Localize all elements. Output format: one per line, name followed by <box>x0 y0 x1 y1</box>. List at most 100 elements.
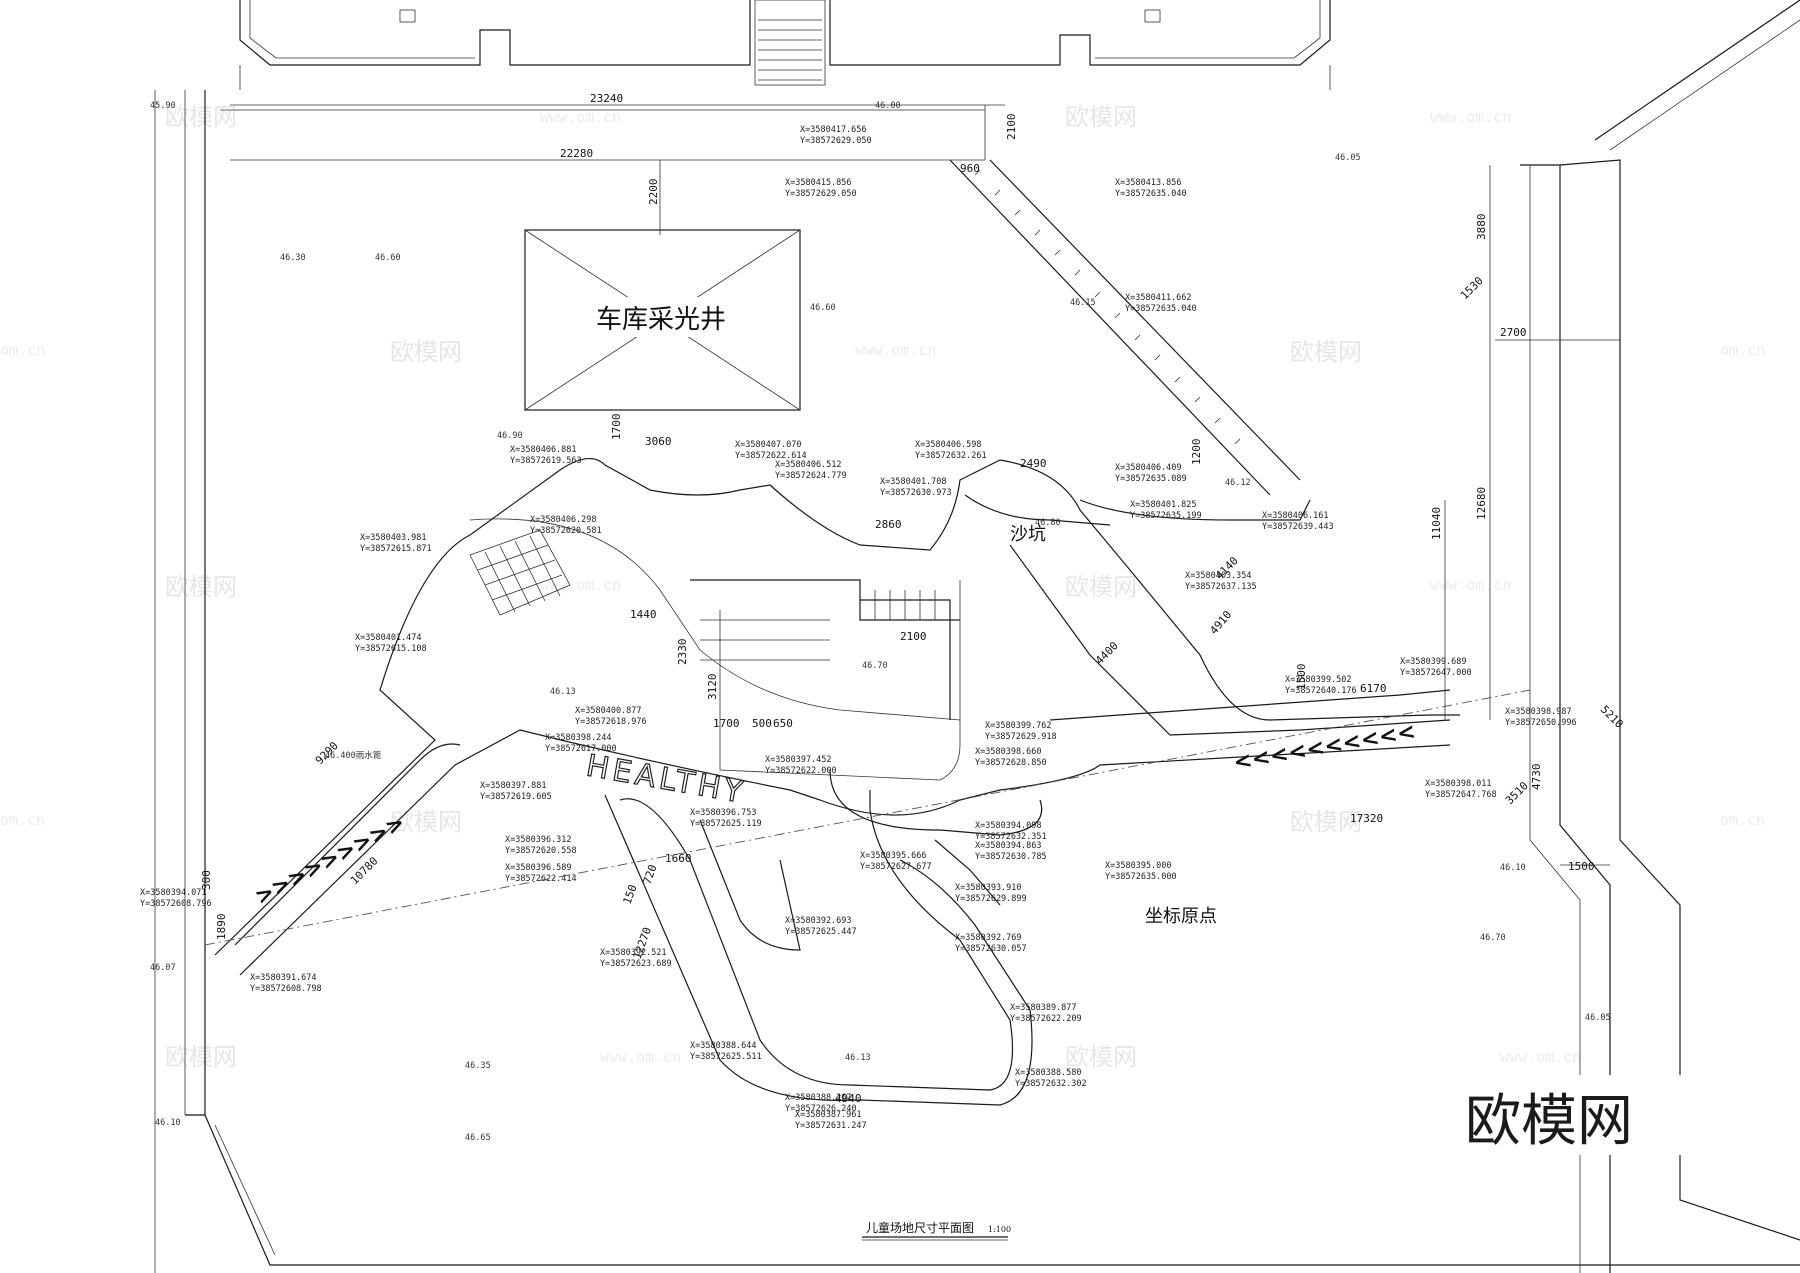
stepping-path <box>949 159 1301 496</box>
coordinate-label: X=3580396.753 <box>690 808 757 818</box>
coordinate-label: Y=38572622.209 <box>1010 1014 1082 1024</box>
coordinate-label: Y=38572635.040 <box>1125 304 1197 314</box>
coordinate-label: Y=38572629.899 <box>955 894 1027 904</box>
coordinate-label: X=3580392.521 <box>600 948 667 958</box>
coordinate-label: Y=38572637.135 <box>1185 582 1257 592</box>
coordinate-label: X=3580394.071 <box>140 888 207 898</box>
elevation: 46.13 <box>550 687 576 697</box>
watermark-layer: 欧模网 www.om.cn 欧模网 www.om.cn om.cn 欧模网 ww… <box>0 103 1765 1071</box>
dimension-label: 6170 <box>1360 682 1387 695</box>
coordinate-label: X=3580397.452 <box>765 755 832 765</box>
coordinate-label: Y=38572629.918 <box>985 732 1057 742</box>
coordinate-label: Y=38572628.850 <box>975 758 1047 768</box>
coordinate-label: X=3580398.011 <box>1425 779 1492 789</box>
dimension-label: 2100 <box>900 630 927 643</box>
origin-label: 坐标原点 <box>1145 906 1217 927</box>
watermark: www.om.cn <box>1500 1048 1581 1066</box>
dimension-label: 4940 <box>835 1092 862 1105</box>
dimension-label: 12680 <box>1475 487 1488 520</box>
coordinate-label: Y=38572630.057 <box>955 944 1027 954</box>
coordinate-label: X=3580398.244 <box>545 733 612 743</box>
coordinate-label: X=3580396.312 <box>505 835 572 845</box>
watermark: www.om.cn <box>600 1048 681 1066</box>
drawing-title: 儿童场地尺寸平面图 <box>866 1220 974 1235</box>
coordinate-label: Y=38572627.677 <box>860 862 932 872</box>
elevation: 46.65 <box>465 1133 491 1143</box>
coordinate-label: Y=38572625.447 <box>785 927 857 937</box>
dimension-label: 4910 <box>1207 608 1234 637</box>
drawing-title-block: 儿童场地尺寸平面图 1:100 <box>862 1220 1011 1241</box>
dimension-label: 2100 <box>1005 114 1018 141</box>
coordinate-label: X=3580400.877 <box>575 706 642 716</box>
watermark: www.om.cn <box>540 108 621 126</box>
dimension-label: 1200 <box>1190 439 1203 466</box>
coordinate-label: Y=38572635.089 <box>1115 474 1187 484</box>
coordinate-label: X=3580397.881 <box>480 781 547 791</box>
elevation: 46.80 <box>1035 518 1061 528</box>
coordinate-label: Y=38572635.199 <box>1130 511 1202 521</box>
coordinate-label: X=3580417.656 <box>800 125 867 135</box>
elevation: 46.10 <box>155 1118 181 1128</box>
coordinate-label: X=3580401.474 <box>355 633 422 643</box>
coordinate-label: X=3580395.000 <box>1105 861 1172 871</box>
right-dimensions: 11040 12680 3880 2700 1530 5210 4730 351… <box>1295 165 1626 873</box>
coordinate-label: X=3580387.961 <box>795 1110 862 1120</box>
coordinate-label: Y=38572622.000 <box>765 766 837 776</box>
coordinate-label: X=3580406.409 <box>1115 463 1182 473</box>
dimension-label: 3880 <box>1475 214 1488 241</box>
coordinate-label: X=3580398.660 <box>975 747 1042 757</box>
coordinate-label: Y=38572617.000 <box>545 744 617 754</box>
watermark: 欧模网 <box>1065 573 1137 601</box>
watermark: www.om.cn <box>855 341 936 359</box>
building-outline <box>239 0 1331 90</box>
coordinate-label: Y=38572608.798 <box>250 984 322 994</box>
coordinate-labels: X=3580417.656Y=38572629.050X=3580415.856… <box>140 125 1577 1131</box>
coordinate-label: X=3580406.298 <box>530 515 597 525</box>
dimension-label: 4400 <box>1093 639 1121 667</box>
watermark: 欧模网 <box>1065 103 1137 131</box>
coordinate-label: X=3580394.098 <box>975 821 1042 831</box>
elevation: 46.05 <box>1335 153 1361 163</box>
coordinate-label: X=3580391.674 <box>250 973 317 983</box>
elevation: 45.90 <box>150 101 176 111</box>
coordinate-label: X=3580396.589 <box>505 863 572 873</box>
coordinate-label: X=3580389.877 <box>1010 1003 1077 1013</box>
coordinate-label: X=3580406.598 <box>915 440 982 450</box>
dimension-label: 2330 <box>676 639 689 666</box>
coordinate-label: X=3580401.708 <box>880 477 947 487</box>
elevation: 46.35 <box>465 1061 491 1071</box>
watermark: www.om.cn <box>1430 108 1511 126</box>
dimension-label: 11040 <box>1430 507 1443 540</box>
watermark: 欧模网 <box>165 103 237 131</box>
coordinate-label: X=3580403.981 <box>360 533 427 543</box>
coordinate-label: X=3580401.825 <box>1130 500 1197 510</box>
elevation: 46.10 <box>1500 863 1526 873</box>
dimension-label: 1500 <box>1568 860 1595 873</box>
coordinate-label: X=3580388.644 <box>690 1041 757 1051</box>
dimension-label: 2700 <box>1500 326 1527 339</box>
coordinate-label: Y=38572631.247 <box>795 1121 867 1131</box>
coordinate-label: Y=38572625.119 <box>690 819 762 829</box>
watermark: 欧模网 <box>1065 1043 1137 1071</box>
coordinate-label: Y=38572632.302 <box>1015 1079 1087 1089</box>
dimension-label: 3510 <box>1503 779 1531 807</box>
coordinate-label: Y=38572629.050 <box>800 136 872 146</box>
dimension-label: 23240 <box>590 92 623 105</box>
elevation-labels: 46.30 46.60 46.60 46.90 46.15 46.12 46.8… <box>150 101 1611 1143</box>
dimension-label: 500 <box>752 717 772 730</box>
coordinate-label: X=3580399.762 <box>985 721 1052 731</box>
dimension-label: 650 <box>773 717 793 730</box>
elevation: 46.05 <box>1585 1013 1611 1023</box>
sandpit-label: 沙坑 <box>1010 524 1046 545</box>
dimension-label: 22280 <box>560 147 593 160</box>
dimension-label: 150 <box>621 883 640 906</box>
watermark: www.om.cn <box>1430 576 1511 594</box>
coordinate-label: Y=38572615.108 <box>355 644 427 654</box>
play-area-outline <box>204 458 1531 1106</box>
dimension-label: 960 <box>960 162 980 175</box>
elevation: 46.90 <box>497 431 523 441</box>
dimension-label: 4730 <box>1530 764 1543 791</box>
dimension-label: 5210 <box>1598 703 1626 731</box>
elevation: 46.400雨水篦 <box>325 750 382 761</box>
